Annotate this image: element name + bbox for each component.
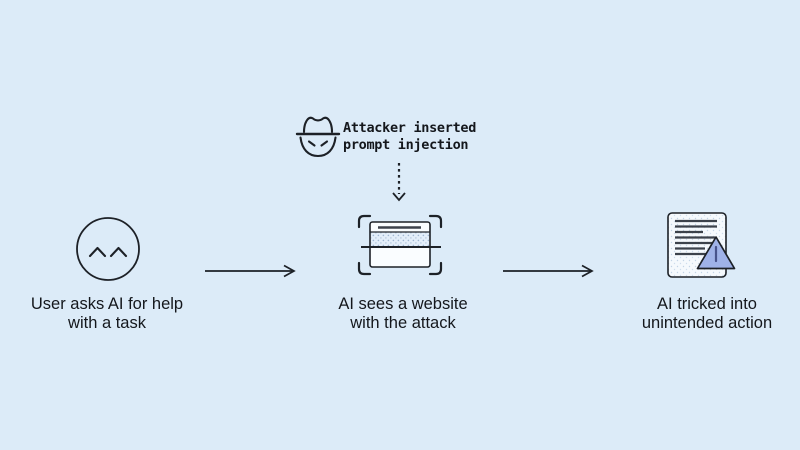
attacker-label: Attacker inserted prompt injection — [343, 120, 476, 154]
step-caption-website: AI sees a website with the attack — [338, 295, 467, 333]
scan-brackets — [357, 214, 443, 276]
attacker-label-line1: Attacker inserted — [343, 120, 477, 136]
dotted-arrow-down-icon — [392, 163, 406, 202]
document-text-lines — [675, 219, 717, 256]
smiley-face-icon — [76, 217, 140, 281]
spy-hat-face-icon — [295, 116, 341, 158]
website-scan-icon — [357, 214, 443, 276]
caption-line: AI tricked into — [657, 295, 757, 313]
arrow-right-icon — [503, 264, 594, 278]
caption-line: with the attack — [350, 314, 456, 332]
caption-line: AI sees a website — [338, 295, 468, 313]
document-warning-icon — [667, 212, 736, 278]
step-caption-action: AI tricked into unintended action — [642, 295, 772, 333]
attacker-label-line2: prompt injection — [343, 137, 469, 153]
caption-line: with a task — [68, 314, 146, 332]
caption-line: unintended action — [641, 314, 773, 332]
arrow-right-icon — [205, 264, 296, 278]
step-caption-user: User asks AI for help with a task — [31, 295, 183, 333]
caption-line: User asks AI for help — [30, 295, 184, 313]
